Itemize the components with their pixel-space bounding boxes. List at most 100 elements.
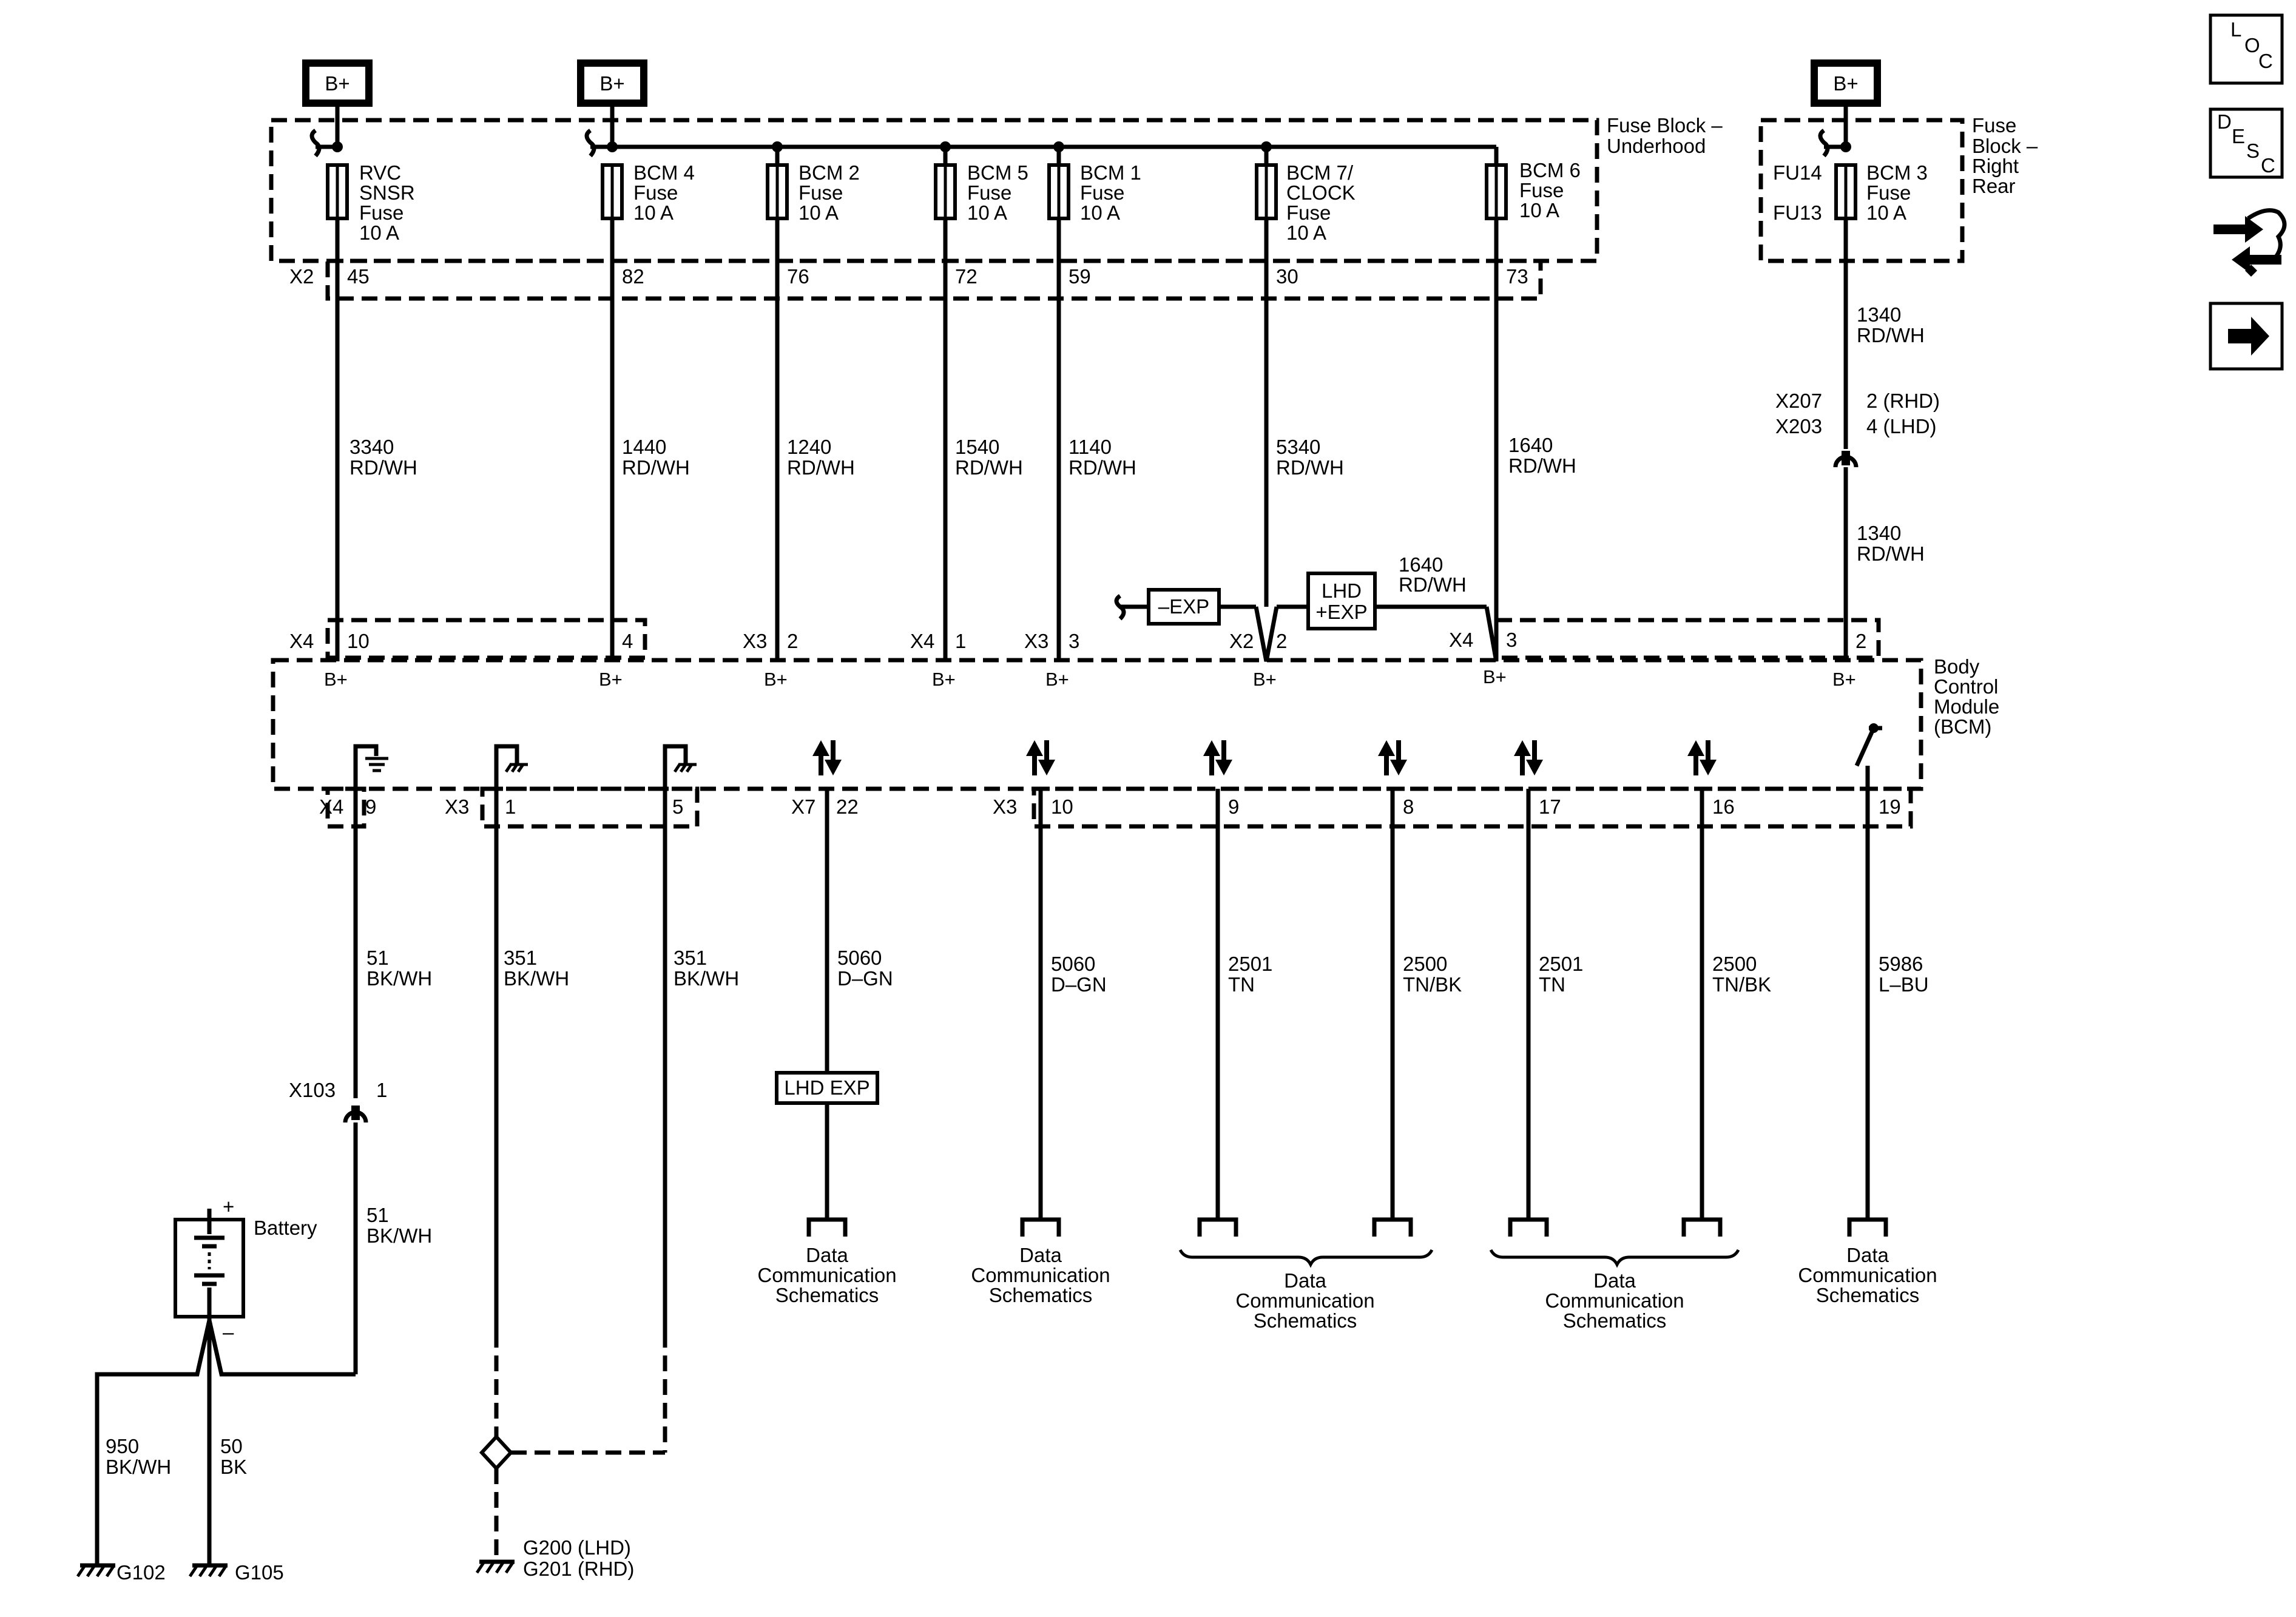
fuse-bcm-1: BCM 1 Fuse 10 A: [1047, 161, 1141, 224]
svg-text:Data: Data: [806, 1244, 848, 1266]
bcm-label: Body Control Module (BCM): [1934, 655, 1999, 738]
bcm-top-pins: X4 10 4 X3 2 X4 1 X3 3 X2 2 X4 3 2: [289, 629, 1866, 652]
svg-text:RD/WH: RD/WH: [349, 456, 417, 479]
svg-text:G102: G102: [116, 1561, 166, 1584]
svg-text:19: 19: [1879, 795, 1901, 818]
svg-text:Schematics: Schematics: [1816, 1284, 1920, 1306]
svg-text:1640: 1640: [1508, 434, 1553, 456]
svg-text:Communication: Communication: [1798, 1264, 1937, 1286]
fuse-bcm-4: BCM 4 Fuse 10 A: [601, 161, 695, 224]
svg-text:RD/WH: RD/WH: [1069, 456, 1136, 479]
svg-text:RD/WH: RD/WH: [955, 456, 1023, 479]
arrow-up-icon: [812, 740, 829, 775]
arrow-up-icon: [1514, 740, 1531, 775]
svg-text:BK/WH: BK/WH: [674, 967, 739, 990]
svg-text:1140: 1140: [1069, 436, 1112, 458]
svg-text:X103: X103: [289, 1079, 336, 1101]
svg-text:BCM 1: BCM 1: [1080, 161, 1141, 184]
ground-g200-g201: G200 (LHD) G201 (RHD): [475, 1536, 634, 1580]
svg-text:X4: X4: [289, 630, 314, 652]
inline-connector-x207-x203: X207 X203 2 (RHD) 4 (LHD): [1775, 390, 1940, 468]
b-plus-label: B+: [325, 72, 349, 95]
svg-text:B+: B+: [1253, 669, 1277, 690]
svg-text:D: D: [2217, 110, 2232, 133]
svg-text:E: E: [2232, 125, 2245, 147]
svg-text:–: –: [223, 1321, 234, 1343]
data-communication-schematics-link[interactable]: Data Communication Schematics: [1798, 1244, 1937, 1306]
svg-text:1: 1: [505, 795, 516, 818]
svg-text:10 A: 10 A: [1519, 199, 1559, 221]
svg-text:G200 (LHD): G200 (LHD): [523, 1536, 631, 1559]
svg-text:BK/WH: BK/WH: [504, 967, 569, 990]
bcm-b-plus-inputs: B+ B+ B+ B+ B+ B+ B+ B+: [324, 666, 1856, 690]
b-plus-source-bcm: B+: [577, 59, 647, 107]
data-communication-schematics-link[interactable]: Data Communication Schematics: [757, 1244, 896, 1306]
description-button[interactable]: D E S C: [2209, 107, 2284, 179]
svg-text:9: 9: [1228, 795, 1239, 818]
svg-text:5: 5: [672, 795, 683, 818]
svg-text:1440: 1440: [622, 436, 666, 458]
svg-text:X4: X4: [1449, 629, 1473, 651]
svg-text:Fuse: Fuse: [1080, 181, 1124, 204]
svg-text:3: 3: [1069, 630, 1079, 652]
svg-text:B+: B+: [764, 669, 788, 690]
svg-text:X4: X4: [319, 795, 343, 818]
fuse-block-underhood-label: Underhood: [1607, 135, 1706, 157]
svg-text:Schematics: Schematics: [1563, 1309, 1667, 1332]
svg-text:4 (LHD): 4 (LHD): [1866, 415, 1937, 437]
arrow-down-icon: [1526, 740, 1543, 775]
svg-text:RD/WH: RD/WH: [622, 456, 690, 479]
wire-1640: 1640 RD/WH: [1508, 434, 1576, 477]
arrow-down-icon: [1700, 740, 1717, 775]
wire-1340-upper: 1340 RD/WH: [1857, 303, 1925, 346]
svg-text:16: 16: [1712, 795, 1735, 818]
b-plus-label: B+: [599, 72, 624, 95]
svg-text:C: C: [2261, 154, 2275, 177]
wire-1240: 1240 RD/WH: [787, 436, 855, 479]
connector-icon[interactable]: [2213, 208, 2287, 277]
connector-x4-top-right: [1494, 618, 1881, 660]
svg-text:RD/WH: RD/WH: [1508, 454, 1576, 477]
svg-text:Fuse: Fuse: [633, 181, 678, 204]
ground-g102: G102: [76, 1561, 166, 1584]
svg-text:9: 9: [365, 795, 376, 818]
svg-text:O: O: [2244, 34, 2260, 56]
fuse-block-rear-label: Rear: [1972, 175, 2016, 197]
arrow-right-icon[interactable]: [2209, 302, 2284, 371]
location-button[interactable]: L O C: [2209, 13, 2284, 85]
svg-text:L: L: [2230, 18, 2241, 41]
ground-wire-labels: 950 BK/WH 50 BK: [106, 1435, 247, 1478]
svg-text:LHD EXP: LHD EXP: [784, 1076, 869, 1099]
svg-text:1540: 1540: [955, 436, 999, 458]
svg-text:C: C: [2258, 50, 2273, 72]
brace-icon: [1178, 1249, 1740, 1268]
data-communication-schematics-link[interactable]: Data Communication Schematics: [971, 1244, 1110, 1306]
svg-text:10 A: 10 A: [1286, 221, 1326, 244]
svg-text:1340: 1340: [1857, 522, 1901, 544]
svg-text:BK/WH: BK/WH: [106, 1456, 171, 1478]
svg-text:LHD: LHD: [1322, 579, 1362, 602]
svg-text:RD/WH: RD/WH: [787, 456, 855, 479]
data-communication-schematics-link[interactable]: Data Communication Schematics: [1545, 1269, 1684, 1332]
svg-text:B+: B+: [1045, 669, 1069, 690]
chassis-ground-icon: [494, 744, 528, 789]
svg-text:2: 2: [1855, 630, 1866, 652]
svg-text:RD/WH: RD/WH: [1857, 324, 1925, 346]
svg-text:76: 76: [787, 265, 809, 288]
svg-text:51: 51: [366, 1204, 389, 1226]
data-communication-schematics-link[interactable]: Data Communication Schematics: [1235, 1269, 1374, 1332]
terminal-icons: [806, 1217, 1888, 1237]
wire-1340-lower: 1340 RD/WH: [1857, 522, 1925, 565]
svg-text:BK: BK: [220, 1456, 247, 1478]
svg-text:59: 59: [1069, 265, 1091, 288]
inline-connector-x103: X103 1 51 BK/WH: [289, 1079, 432, 1247]
arrow-down-icon: [1038, 740, 1055, 775]
arrow-up-icon: [1203, 740, 1220, 775]
svg-text:BCM 5: BCM 5: [967, 161, 1028, 184]
splice-diamond-icon: [479, 1434, 514, 1471]
svg-text:X3: X3: [993, 795, 1017, 818]
svg-text:2501: 2501: [1228, 953, 1272, 975]
svg-text:10: 10: [347, 630, 370, 652]
svg-text:51: 51: [366, 947, 389, 969]
